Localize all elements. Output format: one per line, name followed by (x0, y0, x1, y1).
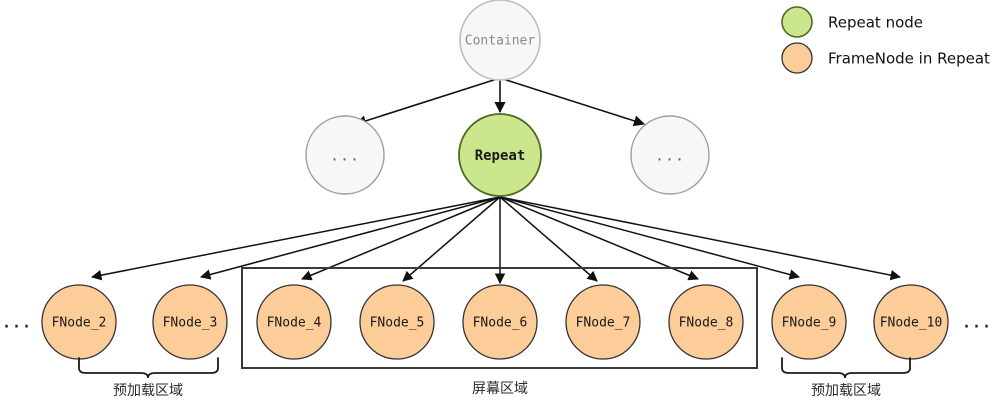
framenode-label: FNode_10 (880, 316, 943, 331)
legend-label-framenode: FrameNode in Repeat (828, 50, 990, 68)
node-repeat[interactable]: Repeat (458, 113, 542, 197)
framenode-circle (256, 284, 332, 360)
legend-label-repeat-node: Repeat node (828, 14, 923, 32)
framenode-label: FNode_6 (473, 316, 528, 331)
node-framenode[interactable]: FNode_7 (565, 284, 641, 360)
ellipsis-right-label: ... (655, 147, 685, 165)
region-label-preload-right: 预加载区域 (811, 383, 881, 399)
region-label-screen: 屏幕区域 (472, 381, 528, 397)
edge-repeat-to-fnode-10 (499, 196, 902, 281)
node-framenode[interactable]: FNode_10 (873, 284, 949, 360)
edge-repeat-to-fnode-3 (199, 196, 501, 280)
row-ellipsis-right: ... (962, 314, 992, 332)
framenode-label: FNode_8 (679, 316, 734, 331)
framenode-circle (873, 284, 949, 360)
edge-repeat-to-fnode-9 (499, 196, 801, 280)
edge-repeat-to-fnode-4 (301, 196, 501, 281)
region-label-preload-left: 预加载区域 (113, 383, 183, 399)
node-framenode[interactable]: FNode_6 (462, 284, 538, 360)
container-label: Container (465, 34, 536, 49)
repeat-circle (458, 113, 542, 197)
node-ellipsis-left[interactable]: ... (305, 115, 385, 195)
framenode-label: FNode_5 (370, 316, 425, 331)
framenode-label: FNode_3 (163, 316, 218, 331)
node-framenode[interactable]: FNode_2 (41, 284, 117, 360)
edge-container-to-ellipsis-left (354, 77, 501, 127)
framenode-circle (668, 284, 744, 360)
legend-item-repeat-node[interactable]: Repeat node (781, 6, 923, 38)
legend-item-framenode[interactable]: FrameNode in Repeat (781, 42, 990, 74)
framenode-circle (152, 284, 228, 360)
framenode-label: FNode_4 (267, 316, 322, 331)
framenode-row: FNode_2 FNode_3 FNode_4 FNode_5 FNode_6 FNode… (41, 284, 949, 360)
ellipsis-left-label: ... (330, 147, 360, 165)
row-ellipsis-left: ... (2, 314, 32, 332)
edge-container-to-ellipsis-right (499, 77, 646, 127)
framenode-circle (771, 284, 847, 360)
repeat-label: Repeat (475, 148, 526, 164)
edges-container-to-children (354, 77, 646, 127)
brace-preload-right (781, 357, 911, 379)
edges-repeat-to-framenodes (90, 196, 902, 285)
ellipsis-right-circle (630, 115, 710, 195)
brace-preload-left (78, 357, 219, 379)
node-framenode[interactable]: FNode_5 (359, 284, 435, 360)
legend-swatch-repeat-node (781, 6, 813, 38)
node-framenode[interactable]: FNode_8 (668, 284, 744, 360)
framenode-circle (359, 284, 435, 360)
node-framenode[interactable]: FNode_9 (771, 284, 847, 360)
framenode-circle (462, 284, 538, 360)
ellipsis-left-circle (305, 115, 385, 195)
framenode-label: FNode_7 (576, 316, 631, 331)
framenode-label: FNode_2 (52, 316, 107, 331)
node-framenode[interactable]: FNode_4 (256, 284, 332, 360)
node-framenode[interactable]: FNode_3 (152, 284, 228, 360)
node-ellipsis-right[interactable]: ... (630, 115, 710, 195)
edge-repeat-to-fnode-2 (90, 196, 501, 281)
screen-area-box (241, 267, 758, 369)
container-circle (459, 0, 541, 81)
legend-swatch-framenode (781, 42, 813, 74)
framenode-circle (565, 284, 641, 360)
edge-repeat-to-fnode-8 (499, 196, 699, 281)
legend: Repeat node FrameNode in Repeat (781, 6, 990, 74)
framenode-label: FNode_9 (782, 316, 837, 331)
node-container[interactable]: Container (459, 0, 541, 81)
